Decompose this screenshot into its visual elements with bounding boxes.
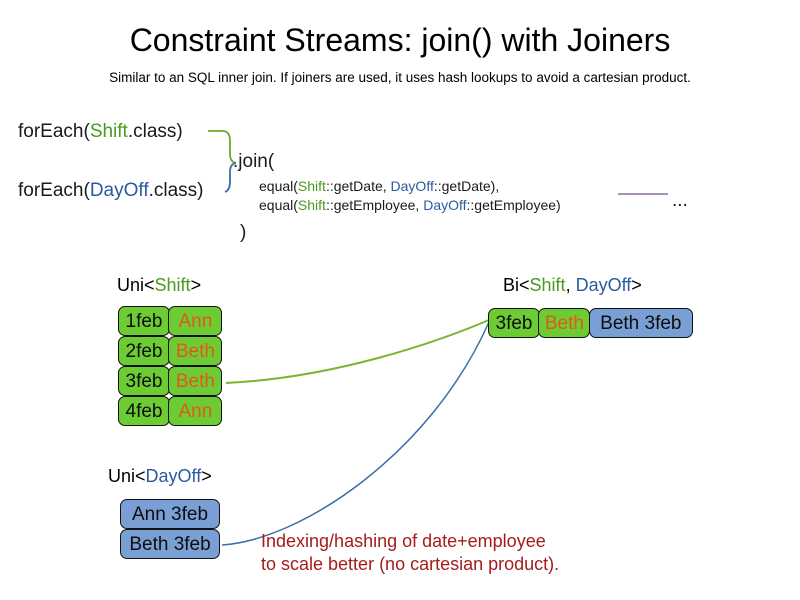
table-row[interactable]: 3feb Beth	[118, 366, 223, 396]
bi-label-prefix: Bi<	[503, 275, 530, 295]
cell-bi-shift-employee[interactable]: Beth	[538, 308, 591, 338]
connector-shift-to-join	[208, 130, 237, 164]
cell-shift-date[interactable]: 2feb	[118, 336, 170, 366]
joiner-employee-right-type: DayOff	[423, 197, 467, 213]
table-row[interactable]: 2feb Beth	[118, 336, 223, 366]
foreach-dayoff-suffix: .class)	[148, 180, 204, 201]
bi-fact-table: 3feb Beth Beth 3feb	[488, 308, 693, 338]
foreach-dayoff-prefix: forEach(	[18, 180, 90, 201]
foreach-shift-type: Shift	[89, 121, 128, 142]
bi-label-suffix: >	[631, 275, 642, 295]
code-line-join-close: )	[240, 222, 247, 243]
page-title: Constraint Streams: join() with Joiners	[129, 22, 671, 58]
cell-shift-employee[interactable]: Beth	[168, 366, 223, 396]
annotation-note: Indexing/hashing of date+employee to sca…	[261, 530, 559, 576]
code-line-foreach-dayoff: forEach(DayOff.class)	[18, 179, 204, 203]
connector-uni-dayoff-to-bi	[221, 321, 490, 546]
code-line-joiner-date: equal(Shift::getDate, DayOff::getDate),	[259, 177, 499, 195]
joiner-employee-prefix: equal(	[259, 197, 298, 213]
uni-dayoff-label-suffix: >	[201, 466, 212, 486]
joiner-date-left-method: ::getDate,	[325, 178, 391, 194]
joiner-employee-left-type: Shift	[297, 197, 326, 213]
bi-stream-label: Bi<Shift, DayOff>	[503, 274, 642, 296]
uni-shift-label-suffix: >	[190, 275, 202, 295]
table-row[interactable]: Beth 3feb	[120, 529, 220, 559]
joiner-employee-right-method: ::getEmployee)	[466, 197, 561, 213]
page-subtitle: Similar to an SQL inner join. If joiners…	[109, 70, 691, 85]
foreach-shift-prefix: forEach(	[18, 121, 90, 142]
bi-label-separator: ,	[565, 275, 576, 295]
foreach-shift-suffix: .class)	[127, 121, 183, 142]
ellipsis-label: ...	[672, 190, 688, 211]
table-row[interactable]: 1feb Ann	[118, 306, 223, 336]
bi-label-type-a: Shift	[529, 275, 566, 295]
table-row[interactable]: Ann 3feb	[120, 499, 220, 529]
cell-dayoff-value[interactable]: Ann 3feb	[120, 499, 220, 529]
uni-shift-stream-label: Uni<Shift>	[117, 274, 201, 296]
foreach-dayoff-type: DayOff	[89, 180, 149, 201]
joiner-date-prefix: equal(	[259, 178, 298, 194]
table-row[interactable]: 3feb Beth Beth 3feb	[488, 308, 693, 338]
cell-shift-employee[interactable]: Beth	[168, 336, 223, 366]
cell-dayoff-value[interactable]: Beth 3feb	[120, 529, 220, 559]
uni-dayoff-fact-table: Ann 3feb Beth 3feb	[120, 499, 220, 559]
table-row[interactable]: 4feb Ann	[118, 396, 223, 426]
cell-shift-employee[interactable]: Ann	[168, 306, 223, 336]
code-line-joiner-employee: equal(Shift::getEmployee, DayOff::getEmp…	[259, 196, 561, 214]
cell-bi-dayoff[interactable]: Beth 3feb	[588, 308, 693, 338]
joiner-employee-left-method: ::getEmployee,	[325, 197, 424, 213]
uni-dayoff-label-type: DayOff	[145, 466, 202, 486]
uni-dayoff-label-prefix: Uni<	[108, 466, 146, 486]
code-line-foreach-shift: forEach(Shift.class)	[18, 120, 183, 144]
annotation-line-1: Indexing/hashing of date+employee	[261, 531, 546, 551]
joiner-date-right-type: DayOff	[390, 178, 434, 194]
uni-shift-label-prefix: Uni<	[117, 275, 155, 295]
cell-shift-date[interactable]: 4feb	[118, 396, 170, 426]
joiner-date-right-method: ::getDate),	[433, 178, 500, 194]
cell-shift-employee[interactable]: Ann	[168, 396, 223, 426]
uni-shift-fact-table: 1feb Ann 2feb Beth 3feb Beth 4feb Ann	[118, 306, 223, 426]
joiner-date-left-type: Shift	[297, 178, 326, 194]
cell-shift-date[interactable]: 3feb	[118, 366, 170, 396]
uni-dayoff-stream-label: Uni<DayOff>	[108, 465, 212, 487]
cell-shift-date[interactable]: 1feb	[118, 306, 170, 336]
connector-uni-shift-to-bi	[225, 319, 490, 384]
uni-shift-label-type: Shift	[154, 275, 191, 295]
annotation-line-2: to scale better (no cartesian product).	[261, 554, 560, 574]
code-line-join-open: .join(	[233, 151, 275, 172]
cell-bi-shift-date[interactable]: 3feb	[488, 308, 540, 338]
bi-label-type-b: DayOff	[575, 275, 632, 295]
